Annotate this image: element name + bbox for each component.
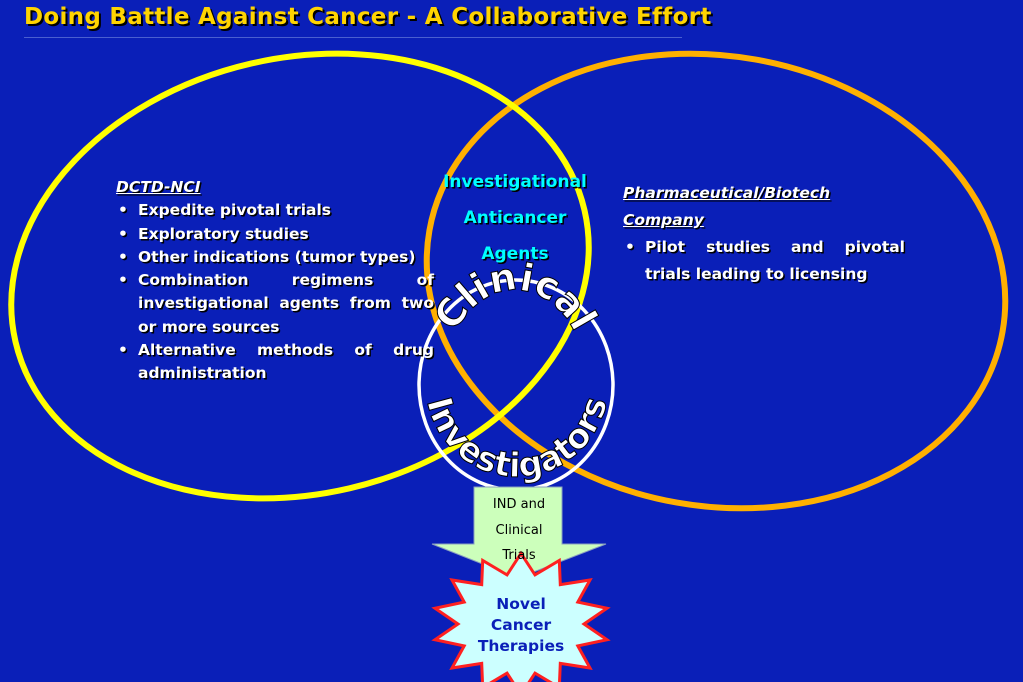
novel-therapies-label: Novel Cancer Therapies <box>470 594 572 657</box>
burst-line: Cancer <box>490 616 552 634</box>
list-item: Pilot studies and pivotal trials leading… <box>623 234 905 288</box>
slide-title: Doing Battle Against Cancer - A Collabor… <box>24 4 712 30</box>
arrow-line: Trials <box>502 548 536 563</box>
dctd-nci-block: DCTD-NCI Expedite pivotal trials Explora… <box>116 176 434 386</box>
arrow-line: IND and <box>492 497 546 512</box>
investigational-agents-label: Investigational Anticancer Agents <box>432 164 598 272</box>
list-item: Expedite pivotal trials <box>116 199 434 223</box>
center-line: Anticancer <box>463 208 567 228</box>
list-item: Combination regimens of investigational … <box>116 269 434 339</box>
title-underline <box>24 37 682 38</box>
center-line: Agents <box>481 244 549 264</box>
list-item: Alternative methods of drug administrati… <box>116 339 434 386</box>
down-arrow <box>431 486 607 579</box>
starburst <box>431 550 611 682</box>
arrow-line: Clinical <box>495 522 543 538</box>
pharma-block: Pharmaceutical/Biotech Company Pilot stu… <box>623 180 905 288</box>
dctd-nci-list: Expedite pivotal trials Exploratory stud… <box>116 199 434 385</box>
list-item: Other indications (tumor types) <box>116 246 434 270</box>
list-item: Exploratory studies <box>116 223 434 247</box>
burst-line: Novel <box>496 595 546 613</box>
dctd-nci-heading: DCTD-NCI <box>116 178 201 196</box>
burst-line: Therapies <box>477 637 565 655</box>
pharma-list: Pilot studies and pivotal trials leading… <box>623 234 905 288</box>
pharma-heading: Pharmaceutical/Biotech Company <box>623 184 831 229</box>
center-line: Investigational <box>443 172 587 192</box>
left-ellipse <box>8 50 592 502</box>
arrow-label: IND and Clinical Trials <box>474 492 564 569</box>
